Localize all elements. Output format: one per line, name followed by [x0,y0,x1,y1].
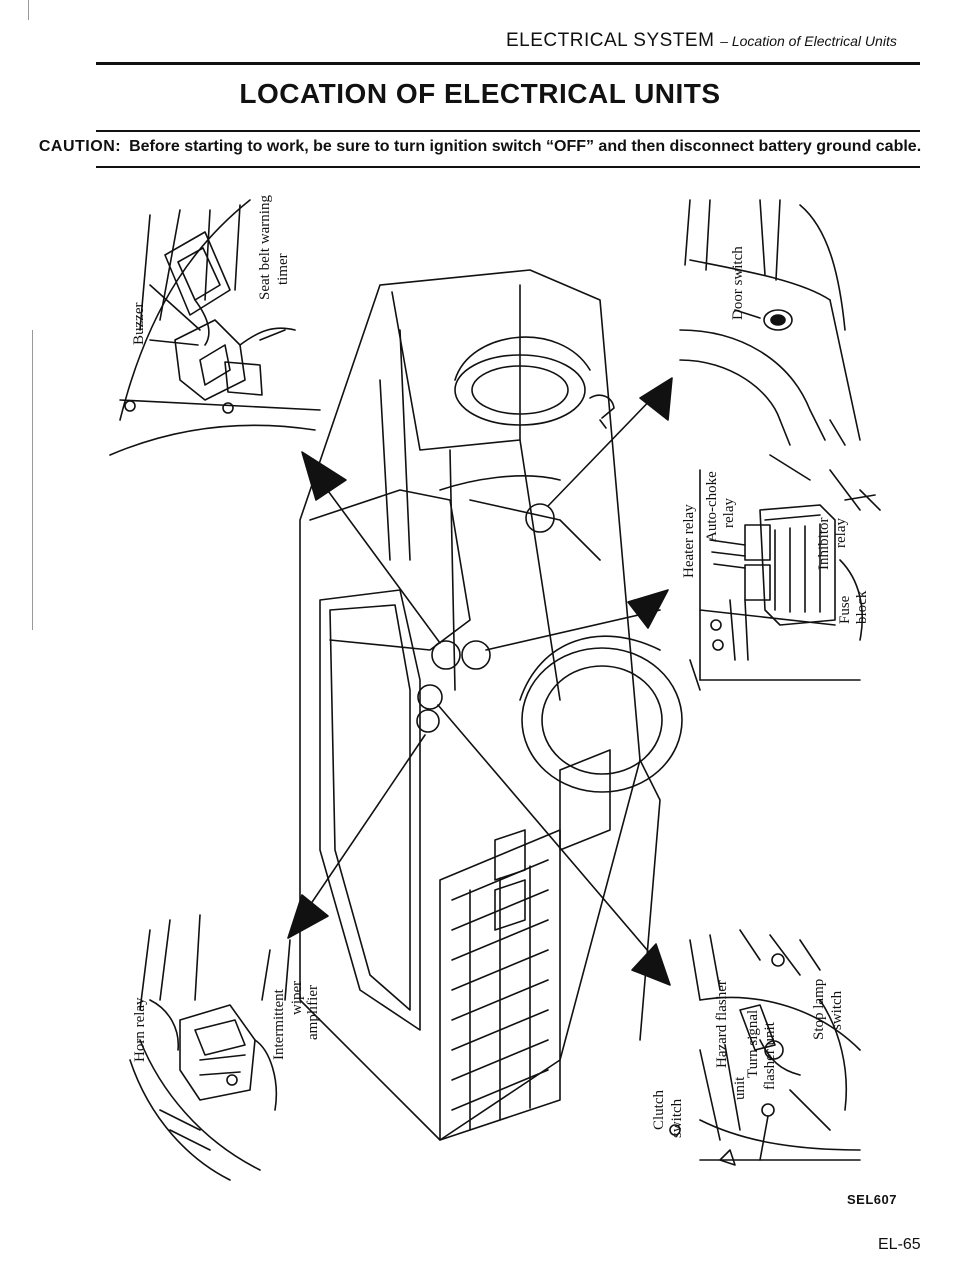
label-auto-choke-relay-2: relay [721,498,737,528]
label-clutch-switch-1: Clutch [651,1090,667,1130]
caution-rule-bottom [96,166,920,168]
label-wiper-amplifier-3: amplifier [305,985,321,1040]
label-stop-lamp-switch-2: switch [829,990,845,1030]
label-fuse-block-2: block [854,590,870,624]
label-turn-signal-flasher-2: flasher unit [762,1022,778,1090]
label-horn-relay: Horn relay [132,997,148,1062]
inset-horn-wiper [129,914,291,1181]
scan-margin-mark [32,330,33,630]
inset-relays-fuse [689,454,881,691]
label-auto-choke-relay-1: Auto-choke [704,471,720,542]
label-inhibitor-relay-2: relay [833,518,849,548]
location-diagram [109,199,881,1181]
label-wiper-amplifier-1: Intermittent [271,989,287,1060]
label-inhibitor-relay-1: Inhibitor [816,517,832,571]
label-turn-signal-flasher-1: Turn signal [745,1009,761,1078]
subsection-name: – Location of Electrical Units [720,33,897,49]
header-rule [96,62,920,65]
section-header: ELECTRICAL SYSTEM – Location of Electric… [506,30,897,52]
label-heater-relay: Heater relay [681,504,697,578]
label-stop-lamp-switch-1: Stop lamp [811,978,827,1040]
label-wiper-amplifier-2: wiper [289,980,305,1015]
caution-box: CAUTION: Before starting to work, be sure… [0,138,960,156]
label-seat-belt-timer-1: Seat belt warning [257,195,273,300]
figure-code: SEL607 [847,1192,897,1207]
inset-buzzer-timer [109,199,321,456]
label-hazard-flasher-2: unit [732,1076,748,1100]
caution-label: CAUTION: [38,138,122,155]
label-door-switch: Door switch [730,246,746,320]
label-seat-belt-timer-2: timer [275,253,291,285]
caution-text: Before starting to work, be sure to turn… [129,138,922,155]
inset-flasher-switches [669,929,861,1166]
label-clutch-switch-2: switch [669,1098,685,1138]
label-hazard-flasher-1: Hazard flasher [714,980,730,1068]
section-name: ELECTRICAL SYSTEM [506,30,715,51]
page-number: EL-65 [878,1236,921,1253]
inset-door-switch [679,199,861,446]
page-title: LOCATION OF ELECTRICAL UNITS [239,78,721,109]
caution-rule-top [96,130,920,132]
car-illustration [287,269,683,1141]
label-fuse-block-1: Fuse [837,595,853,624]
scan-margin-mark [28,0,29,20]
label-buzzer: Buzzer [131,302,147,345]
